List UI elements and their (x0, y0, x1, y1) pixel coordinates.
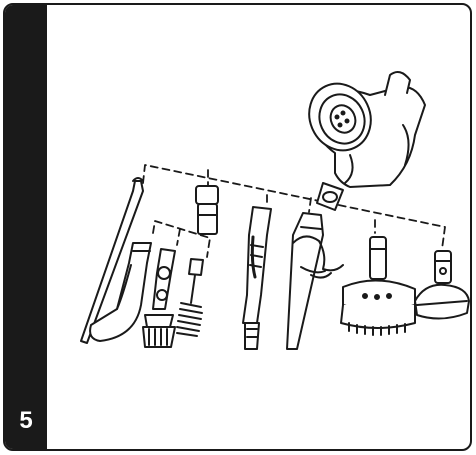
step-panel: 5 (3, 3, 472, 451)
adapter-icon (196, 186, 218, 234)
mini-turbo-tool-icon (415, 251, 469, 319)
handheld-vacuum-icon (298, 72, 425, 210)
combination-brush-icon (243, 207, 271, 349)
crevice-tool-icon (287, 213, 343, 349)
accessory-illustration (47, 5, 472, 449)
step-number: 5 (5, 407, 47, 435)
turbo-brush-icon (341, 237, 415, 335)
step-sidebar: 5 (5, 5, 47, 449)
bottle-brush-icon (177, 259, 203, 336)
